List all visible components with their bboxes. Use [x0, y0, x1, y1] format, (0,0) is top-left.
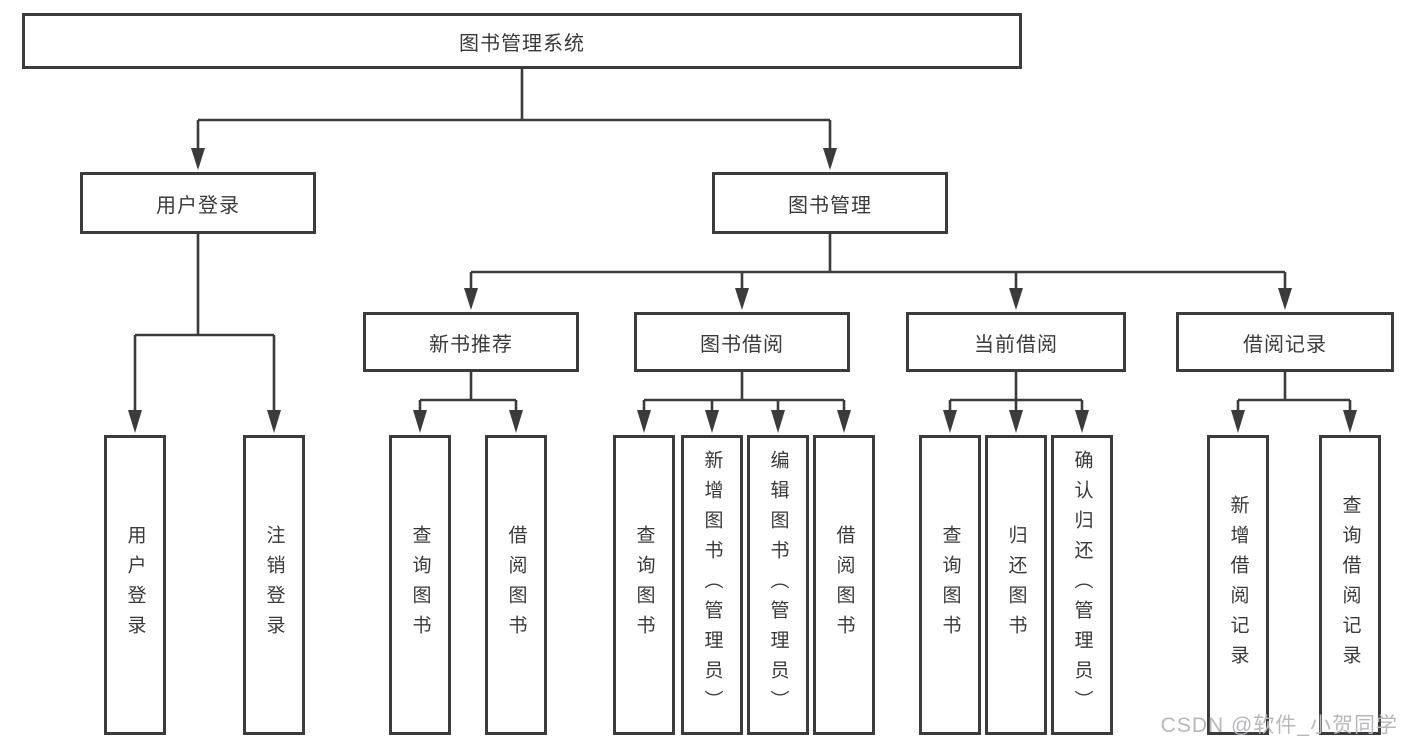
leaf-confirm-return-admin: 确认归还（管理员） — [1051, 435, 1113, 735]
node-current-borrowing: 当前借阅 — [906, 312, 1126, 372]
node-label: 查询图书 — [409, 525, 431, 645]
node-label: 新书推荐 — [429, 333, 513, 356]
node-label: 图书借阅 — [700, 333, 784, 356]
leaf-query-borrow-record: 查询借阅记录 — [1319, 435, 1381, 735]
leaf-borrow-books-recommend: 借阅图书 — [485, 435, 547, 735]
node-label: 新增图书（管理员） — [701, 450, 723, 720]
node-label: 借阅图书 — [505, 525, 527, 645]
node-label: 查询图书 — [939, 525, 961, 645]
node-label: 查询借阅记录 — [1339, 495, 1361, 675]
leaf-query-books-current: 查询图书 — [919, 435, 981, 735]
node-borrowing-records: 借阅记录 — [1176, 312, 1394, 372]
leaf-add-borrow-record: 新增借阅记录 — [1207, 435, 1269, 735]
node-label: 确认归还（管理员） — [1071, 450, 1093, 720]
node-label: 当前借阅 — [974, 333, 1058, 356]
leaf-query-books-borrowing: 查询图书 — [613, 435, 675, 735]
leaf-user-login: 用户登录 — [104, 435, 166, 735]
node-label: 归还图书 — [1005, 525, 1027, 645]
node-book-borrowing: 图书借阅 — [634, 312, 850, 372]
node-label: 用户登录 — [124, 525, 146, 645]
node-label: 图书管理系统 — [459, 32, 585, 55]
node-label: 借阅图书 — [833, 525, 855, 645]
node-label: 编辑图书（管理员） — [767, 450, 789, 720]
leaf-query-books-recommend: 查询图书 — [389, 435, 451, 735]
node-label: 查询图书 — [633, 525, 655, 645]
leaf-add-book-admin: 新增图书（管理员） — [681, 435, 743, 735]
node-book-management: 图书管理 — [712, 172, 948, 234]
node-label: 新增借阅记录 — [1227, 495, 1249, 675]
leaf-logout: 注销登录 — [243, 435, 305, 735]
node-label: 借阅记录 — [1243, 333, 1327, 356]
node-user-login: 用户登录 — [80, 172, 316, 234]
leaf-borrow-books-borrowing: 借阅图书 — [813, 435, 875, 735]
node-new-book-recommend: 新书推荐 — [363, 312, 579, 372]
leaf-return-books: 归还图书 — [985, 435, 1047, 735]
node-root-system: 图书管理系统 — [22, 13, 1022, 69]
node-label: 注销登录 — [263, 525, 285, 645]
node-label: 用户登录 — [156, 194, 240, 217]
node-label: 图书管理 — [788, 194, 872, 217]
leaf-edit-book-admin: 编辑图书（管理员） — [747, 435, 809, 735]
